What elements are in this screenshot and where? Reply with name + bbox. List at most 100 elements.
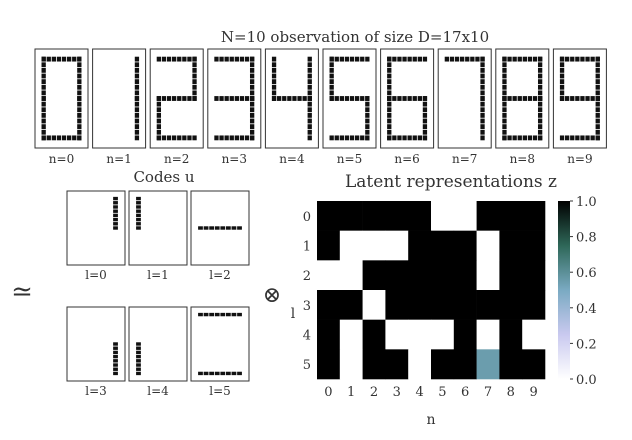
pixel [203, 226, 209, 230]
pixel [502, 101, 507, 107]
heatmap-cell [476, 230, 500, 261]
pixel [61, 56, 67, 62]
pixel [66, 135, 72, 141]
pixel [225, 371, 231, 376]
pixel [570, 135, 575, 141]
pixel [134, 79, 140, 85]
pixel [77, 73, 82, 79]
pixel [113, 205, 118, 209]
pixel [559, 90, 565, 96]
pixel [480, 90, 485, 96]
pixel [502, 96, 507, 101]
pixel [41, 62, 46, 68]
pixel [559, 84, 565, 90]
observation-4 [264, 48, 319, 149]
pixel [387, 67, 392, 73]
pixel [502, 135, 507, 141]
pixel [387, 101, 392, 107]
pixel [177, 56, 182, 62]
heatmap-cell [339, 319, 363, 350]
pixel [595, 101, 600, 107]
heatmap-cell [408, 349, 432, 380]
pixel [537, 73, 543, 79]
pixel [302, 96, 307, 101]
pixel [590, 135, 595, 141]
pixel [214, 312, 220, 317]
pixel [329, 73, 334, 79]
pixel [214, 371, 220, 376]
pixel [339, 135, 345, 141]
pixel [225, 312, 231, 317]
pixel [271, 96, 277, 101]
pixel [349, 135, 355, 141]
pixel [134, 118, 140, 124]
pixel [387, 124, 392, 130]
observation-label: n=6 [394, 152, 419, 166]
pixel [134, 101, 140, 107]
pixel [166, 96, 172, 101]
pixel [271, 90, 277, 96]
pixel [220, 226, 226, 230]
pixel [198, 371, 203, 376]
heatmap-cell [317, 319, 341, 350]
pixel [72, 135, 77, 141]
heatmap-cell [339, 260, 363, 291]
pixel [72, 56, 77, 62]
pixel [387, 96, 392, 101]
pixel [595, 62, 600, 68]
pixel [527, 135, 533, 141]
heatmap-cell [385, 349, 409, 380]
heatmap-x-tick: 8 [507, 385, 515, 400]
heatmap-cell [362, 260, 386, 291]
heatmap-cell [408, 230, 432, 261]
pixel [192, 73, 197, 79]
pixel [532, 96, 538, 101]
pixel [480, 107, 485, 113]
pixel [220, 312, 226, 317]
pixel [134, 62, 140, 68]
pixel [537, 124, 543, 130]
pixel [502, 107, 507, 113]
pixel [249, 101, 255, 107]
pixel [192, 84, 197, 90]
colorbar-tick-label: 1.0 [576, 195, 597, 210]
pixel [271, 56, 277, 62]
pixel [480, 135, 485, 141]
pixel [224, 135, 229, 141]
pixel [329, 84, 334, 90]
pixel [417, 135, 422, 141]
pixel [512, 135, 517, 141]
pixel [344, 96, 350, 101]
pixel [559, 67, 565, 73]
heatmap-cell [339, 201, 363, 231]
pixel [249, 73, 255, 79]
code-2 [190, 190, 250, 266]
pixel [307, 67, 312, 73]
pixel [527, 56, 533, 62]
pixel [292, 96, 297, 101]
pixel [595, 118, 600, 124]
heatmap-y-tick: 1 [303, 240, 311, 255]
pixel [41, 90, 46, 96]
pixel [297, 96, 302, 101]
pixel [537, 62, 543, 68]
pixel [512, 96, 517, 101]
pixel [460, 56, 465, 62]
pixel [77, 62, 82, 68]
pixel [502, 56, 507, 62]
observation-0 [34, 48, 89, 149]
pixel [307, 135, 312, 141]
pixel [156, 118, 162, 124]
pixel [198, 226, 203, 230]
pixel [532, 135, 538, 141]
heatmap-cell [339, 230, 363, 261]
pixel [397, 96, 402, 101]
pixel [575, 135, 580, 141]
heatmap-cell [408, 290, 432, 320]
pixel [192, 56, 197, 62]
pixel [136, 342, 141, 346]
pixel [134, 129, 140, 135]
pixel [307, 124, 312, 130]
pixel [51, 56, 57, 62]
code-label: l=3 [85, 384, 107, 398]
